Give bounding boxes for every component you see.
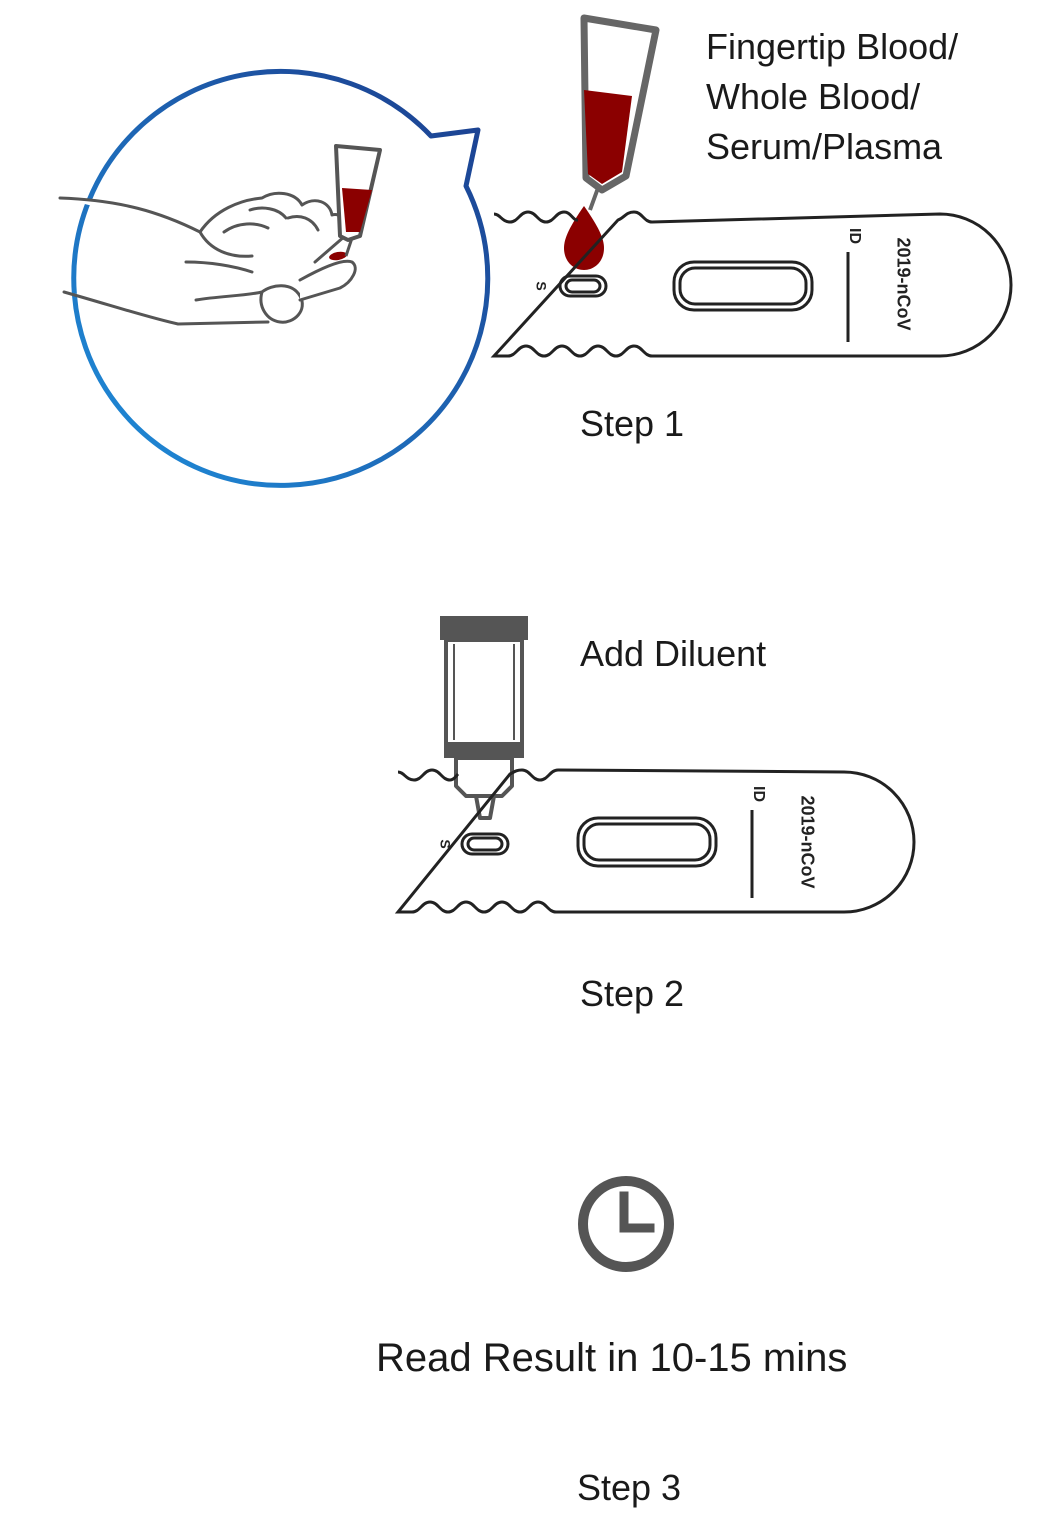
step-3-label: Step 3 [577, 1467, 682, 1508]
step-2-label: Step 2 [580, 973, 685, 1014]
blood-drop-icon [564, 206, 604, 270]
diluent-bottle-icon [440, 616, 528, 820]
cassette-brand: 2019-nCoV [893, 237, 913, 330]
cassette-well-mark: S [533, 281, 549, 290]
read-result-label: Read Result in 10-15 mins [376, 1336, 848, 1380]
test-cassette-icon [394, 768, 916, 914]
speech-bubble-icon [71, 68, 491, 488]
cassette-well-mark: S [437, 839, 453, 848]
sample-type-label: Fingertip Blood/ Whole Blood/ Serum/Plas… [706, 22, 958, 172]
add-diluent-label: Add Diluent [580, 633, 767, 674]
test-cassette-icon [490, 210, 1013, 358]
sample-type-line-2: Whole Blood/ [706, 76, 921, 117]
clock-icon [578, 1176, 674, 1272]
sample-type-line-1: Fingertip Blood/ [706, 26, 959, 67]
sample-type-line-3: Serum/Plasma [706, 126, 943, 167]
hand-icon [58, 191, 357, 326]
fingertip-blood-mark [329, 251, 347, 261]
small-dropper-icon [334, 144, 382, 257]
cassette-id-mark: ID [846, 228, 863, 244]
cassette-id-mark: ID [750, 786, 767, 802]
step-1-label: Step 1 [580, 403, 685, 444]
blood-dropper-icon [580, 14, 660, 211]
cassette-brand: 2019-nCoV [797, 795, 817, 888]
